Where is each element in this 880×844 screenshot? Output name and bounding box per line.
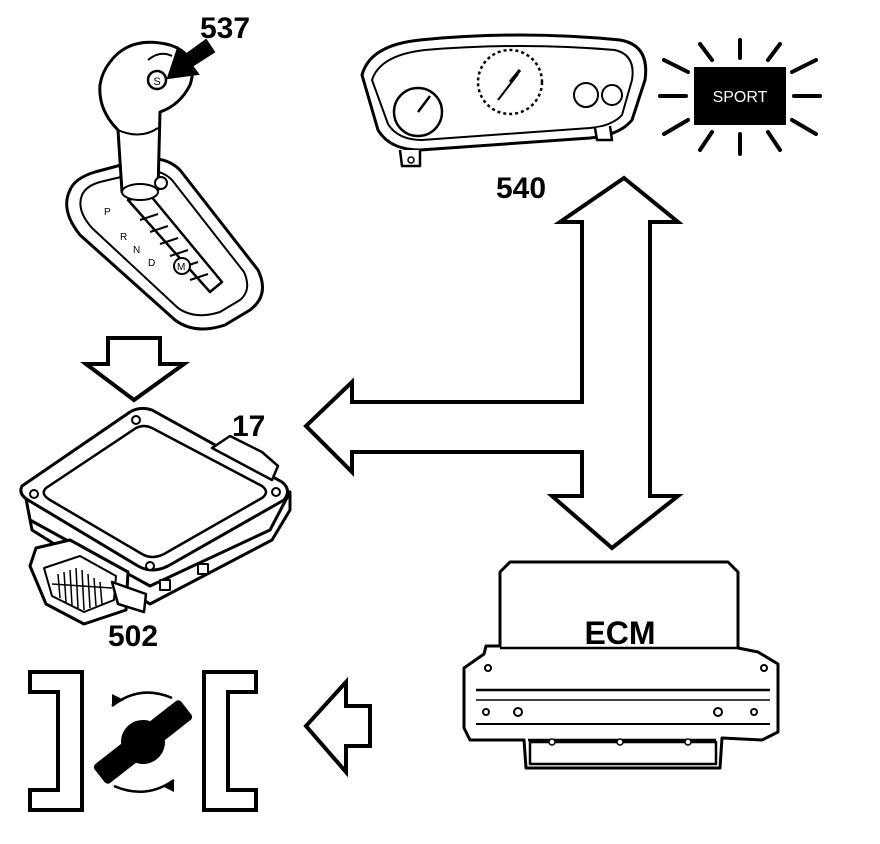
gate-position-p: P bbox=[104, 207, 111, 218]
callout-17: 17 bbox=[232, 410, 265, 443]
callout-arrow-icon bbox=[166, 38, 216, 80]
svg-text:S: S bbox=[153, 76, 160, 88]
left-arrow-icon bbox=[303, 676, 372, 778]
gate-position-n: N bbox=[133, 245, 140, 256]
down-arrow-icon bbox=[80, 336, 191, 403]
gate-position-m: M bbox=[177, 262, 185, 273]
instrument-cluster-icon bbox=[360, 33, 648, 168]
sport-lamp-box bbox=[694, 67, 786, 125]
ecm-unit-icon bbox=[462, 560, 780, 770]
gate-position-d: D bbox=[148, 258, 155, 269]
rotary-valve-icon bbox=[28, 670, 258, 812]
lamp-rays-icon bbox=[658, 38, 822, 156]
callout-502: 502 bbox=[108, 620, 158, 653]
gear-selector-icon: S bbox=[65, 40, 264, 331]
callout-540: 540 bbox=[496, 172, 546, 205]
right-bracket-icon bbox=[202, 670, 258, 812]
ecm-label: ECM bbox=[584, 615, 655, 651]
sport-lamp-label: SPORT bbox=[713, 89, 768, 106]
callout-537: 537 bbox=[200, 12, 250, 45]
rotate-arrow-icon bbox=[147, 52, 173, 61]
left-bracket-icon bbox=[28, 670, 84, 812]
control-module-icon bbox=[19, 406, 292, 626]
bus-double-arrow-icon bbox=[303, 175, 684, 551]
selector-gate-positions: P R N D M bbox=[104, 207, 185, 273]
gate-position-r: R bbox=[120, 232, 127, 243]
sport-warning-lamp: SPORT bbox=[658, 38, 822, 156]
